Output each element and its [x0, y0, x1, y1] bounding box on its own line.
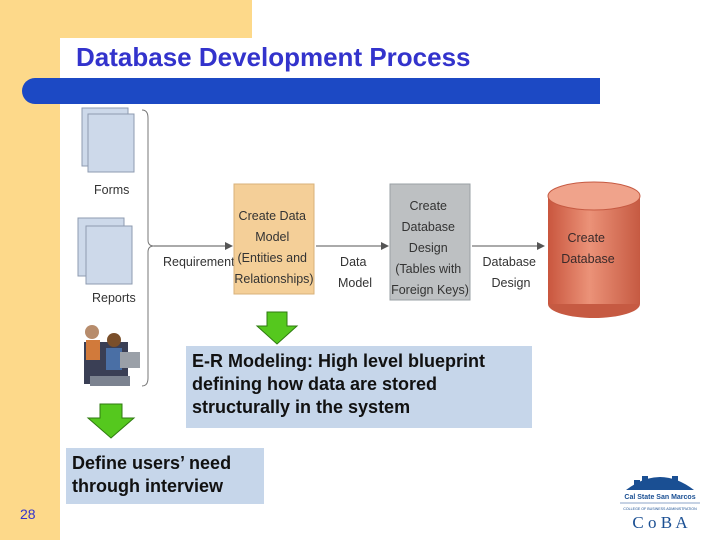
reports-document-icon — [77, 217, 133, 285]
csusm-coba-logo: Cal State San Marcos COLLEGE OF BUSINESS… — [620, 476, 700, 532]
er-callout-line-3: structurally in the system — [192, 397, 411, 417]
create-database-design-text: Create Database Design (Tables with Fore… — [391, 199, 469, 297]
create-database-design-box — [389, 183, 471, 301]
users-need-callout: Define users’ need through interview — [66, 448, 264, 504]
forms-document-icon — [81, 107, 135, 173]
title-area — [60, 38, 600, 78]
green-down-arrow-users — [86, 403, 136, 439]
requirements-label: Requirements — [163, 255, 241, 269]
forms-label: Forms — [94, 183, 129, 197]
slide-number: 28 — [20, 506, 36, 522]
users-callout-line-1: Define users’ need — [72, 453, 232, 473]
data-model-label: Data Model — [338, 255, 372, 290]
reports-label: Reports — [92, 291, 136, 305]
er-modeling-callout: E-R Modeling: High level blueprint defin… — [186, 346, 532, 428]
users-interview-icon — [84, 325, 140, 386]
create-data-model-text: Create Data Model (Entities and Relation… — [234, 209, 313, 286]
svg-text:Cal State San Marcos: Cal State San Marcos — [624, 494, 695, 501]
er-callout-line-2: defining how data are stored — [192, 374, 438, 394]
green-down-arrow-er — [255, 311, 299, 345]
svg-text:C o B A: C o B A — [632, 513, 688, 532]
users-callout-line-2: through interview — [72, 476, 224, 496]
database-design-label: Database Design — [483, 255, 540, 290]
create-database-text: Create Database — [561, 231, 615, 266]
create-data-model-box — [233, 183, 315, 295]
database-cylinder-icon — [547, 181, 641, 318]
process-diagram: Forms Reports Requirements Create Data M… — [77, 107, 641, 439]
slide-title: Database Development Process — [76, 42, 471, 72]
inputs-bracket — [141, 109, 155, 387]
title-underline-bar — [22, 78, 600, 104]
svg-text:COLLEGE OF BUSINESS ADMINISTRA: COLLEGE OF BUSINESS ADMINISTRATION — [623, 507, 697, 511]
er-callout-line-1: E-R Modeling: High level blueprint — [192, 351, 486, 371]
